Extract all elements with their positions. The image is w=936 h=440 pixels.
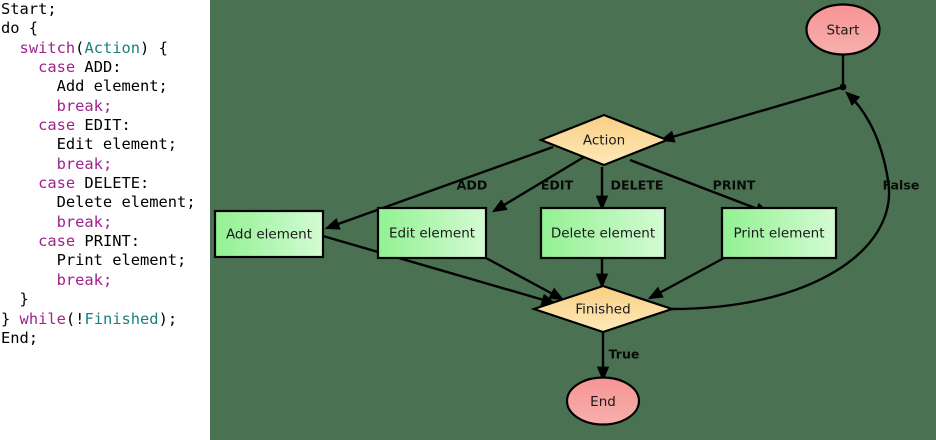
code-token: ( bbox=[75, 38, 85, 57]
node-end[interactable]: End bbox=[565, 376, 641, 426]
end-label: End bbox=[590, 394, 616, 410]
print-element-label: Print element bbox=[733, 226, 824, 242]
action-label: Action bbox=[583, 133, 625, 149]
code-token: switch bbox=[19, 38, 76, 57]
edge-edit-to-finished bbox=[485, 256, 565, 301]
code-token: Delete element; bbox=[1, 193, 196, 212]
code-listing: Start; do { switch(Action) { case ADD: A… bbox=[1, 0, 210, 348]
code-token bbox=[1, 155, 57, 173]
code-token: ); bbox=[158, 309, 178, 328]
edge-action-to-edit bbox=[491, 155, 585, 213]
code-token: case bbox=[38, 232, 76, 251]
code-token: DELETE: bbox=[75, 174, 150, 193]
code-token bbox=[1, 58, 38, 76]
edit-element-label: Edit element bbox=[389, 226, 475, 242]
code-token: do { bbox=[1, 19, 39, 38]
edge-action-to-print bbox=[629, 158, 771, 215]
edge-print-to-finished bbox=[647, 256, 725, 300]
node-edit-element[interactable]: Edit element bbox=[376, 206, 488, 260]
delete-element-label: Delete element bbox=[551, 226, 655, 242]
code-token: } bbox=[1, 309, 20, 328]
code-panel: Start; do { switch(Action) { case ADD: A… bbox=[0, 0, 210, 440]
code-token: PRINT: bbox=[75, 232, 141, 251]
code-token bbox=[1, 232, 38, 250]
code-token: break; bbox=[56, 212, 113, 231]
node-start[interactable]: Start bbox=[805, 3, 881, 56]
code-token bbox=[1, 116, 38, 134]
node-finished[interactable]: Finished bbox=[530, 284, 676, 334]
code-token: case bbox=[38, 58, 76, 77]
code-token: Finished bbox=[84, 309, 159, 328]
node-action[interactable]: Action bbox=[538, 113, 670, 167]
code-token: Action bbox=[84, 38, 141, 57]
node-add-element[interactable]: Add element bbox=[213, 209, 325, 259]
code-token: EDIT: bbox=[75, 116, 131, 135]
code-token bbox=[1, 213, 57, 231]
node-print-element[interactable]: Print element bbox=[720, 206, 838, 260]
code-token: ) { bbox=[140, 38, 168, 57]
edge-action-to-add bbox=[324, 145, 554, 230]
code-token: break; bbox=[56, 154, 113, 173]
start-label: Start bbox=[827, 23, 860, 39]
add-element-label: Add element bbox=[226, 227, 312, 243]
code-token: } bbox=[1, 290, 29, 309]
code-token bbox=[1, 174, 38, 192]
start-ellipse-shape bbox=[805, 3, 881, 56]
edge-finished-to-start-false bbox=[671, 91, 891, 311]
finished-label: Finished bbox=[575, 302, 630, 318]
node-delete-element[interactable]: Delete element bbox=[539, 206, 667, 260]
code-token bbox=[1, 39, 20, 57]
action-diamond-shape bbox=[538, 113, 670, 167]
end-ellipse-shape bbox=[565, 376, 641, 426]
code-token: break; bbox=[56, 96, 113, 115]
code-token: (! bbox=[65, 309, 85, 328]
add-element-rect-shape bbox=[213, 209, 325, 259]
code-token bbox=[1, 97, 57, 115]
code-token: Start; bbox=[1, 0, 57, 18]
flowchart-diagram: Start Action Add element Edit element De… bbox=[210, 0, 936, 440]
edit-element-rect-shape bbox=[376, 206, 488, 260]
print-element-rect-shape bbox=[720, 206, 838, 260]
code-token: case bbox=[38, 116, 76, 135]
code-token: Edit element; bbox=[1, 135, 178, 154]
code-token: ADD: bbox=[75, 58, 122, 77]
code-token: while bbox=[19, 309, 66, 328]
edge-label-print: PRINT bbox=[713, 178, 756, 193]
edge-junction-to-action bbox=[659, 85, 844, 143]
edge-label-edit: EDIT bbox=[541, 178, 574, 193]
edge-label-delete: DELETE bbox=[611, 178, 664, 193]
edge-label-false: False bbox=[883, 178, 920, 193]
code-token bbox=[1, 271, 57, 289]
code-token: break; bbox=[56, 270, 113, 289]
code-token: End; bbox=[1, 328, 39, 347]
code-token: case bbox=[38, 174, 76, 193]
edge-add-to-finished bbox=[322, 234, 557, 306]
edge-label-true: True bbox=[609, 347, 640, 362]
code-token: Add element; bbox=[1, 77, 168, 96]
delete-element-rect-shape bbox=[539, 206, 667, 260]
finished-diamond-shape bbox=[530, 284, 676, 334]
code-token: Print element; bbox=[1, 251, 187, 270]
edge-label-add: ADD bbox=[457, 178, 488, 193]
